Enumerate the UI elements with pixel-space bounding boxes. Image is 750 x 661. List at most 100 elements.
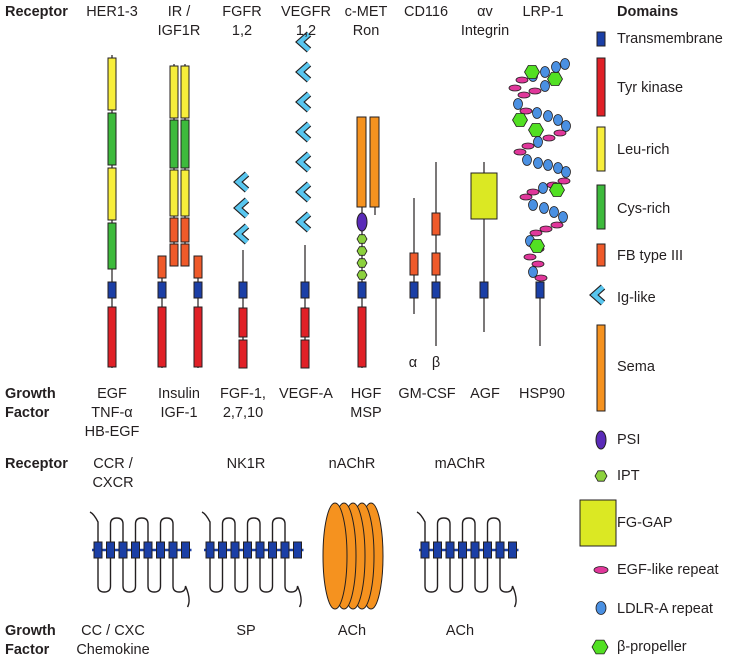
lrp1-ldlr-a-repeat-43 [528, 266, 538, 278]
lrp1-ldlr-a-repeat-34 [549, 206, 559, 218]
receptor-name-fgfr-line1: FGFR [222, 4, 262, 20]
ir-cys-rich-domain-left [169, 119, 179, 169]
receptor-name-cmet-line2: Ron [352, 23, 380, 39]
vegfr-ig-like-domain-4 [296, 122, 311, 142]
ligand-her-line1: EGF [97, 386, 127, 402]
cmet-sema-domain-left [356, 116, 367, 208]
ligand-cmet-line2: MSP [350, 405, 382, 421]
cmet-transmembrane-domain [357, 281, 367, 299]
lrp1-egf-like-repeat-37 [539, 225, 553, 233]
legend-label-ipt: IPT [617, 468, 640, 484]
legend-icons [579, 31, 617, 655]
lrp1-ldlr-a-repeat-8 [540, 80, 550, 92]
receptor-name-nk1r: NK1R [226, 456, 266, 472]
vegfr-ig-like-domain-1 [296, 32, 311, 52]
lrp1-ldlr-a-repeat-16 [561, 120, 571, 132]
lrp1-transmembrane-domain [535, 281, 545, 299]
receptor-name-ccr-line1: CCR / [93, 456, 133, 472]
fgfr-ig-like-domain-3 [234, 224, 249, 244]
transmembrane-icon [596, 31, 606, 47]
machr-transmembrane-helix-1 [420, 541, 430, 559]
machr-transmembrane-helix-2 [433, 541, 442, 559]
lrp1-egf-like-repeat-2 [515, 76, 529, 84]
ir-fb-type-iii-domain-beta-left [157, 255, 167, 279]
egf-like-repeat-icon [593, 566, 609, 574]
ig-like-icon [590, 285, 605, 305]
machr-transmembrane-helix-3 [445, 541, 455, 559]
ligand-ccr-line2: Chemokine [76, 642, 150, 658]
nk1r-transmembrane-helix-6 [268, 541, 277, 559]
beta-subunit-label: β [431, 355, 441, 371]
lrp1-egf-like-repeat-21 [513, 148, 527, 156]
ligand-cd116: GM-CSF [398, 386, 456, 402]
gpcr-receptor-structures [89, 502, 519, 610]
receptor-name-fgfr-line2: 1,2 [231, 23, 253, 39]
receptor-row-label: Receptor [5, 4, 68, 20]
growth-factor-row-label-line2: Factor [5, 405, 50, 421]
lrp1-beta-propeller-5 [549, 183, 565, 197]
ligand-integrin: AGF [470, 386, 500, 402]
lrp1-ldlr-a-repeat-15 [553, 114, 563, 126]
ligand-her-line3: HB-EGF [84, 424, 140, 440]
lrp1-ldlr-a-repeat-33 [539, 202, 549, 214]
legend-title: Domains [617, 4, 679, 20]
lrp1-ldlr-a-repeat-6 [560, 58, 570, 70]
lrp1-ldlr-a-repeat-29 [538, 182, 548, 194]
ir-fb-type-iii-domain-right-2 [180, 243, 190, 267]
machr-transmembrane-helix-6 [483, 541, 492, 559]
fgfr-ig-like-domain-2 [234, 198, 249, 218]
legend-label-transmembrane: Transmembrane [617, 31, 723, 47]
ir-transmembrane-right [193, 281, 203, 299]
nk1r-transmembrane-helix-8 [293, 541, 302, 559]
ir-fb-type-iii-domain-beta-right [193, 255, 203, 279]
fgfr-tyr-kinase-domain-2 [238, 339, 248, 369]
receptor-name-ccr-line2: CXCR [92, 475, 134, 491]
alpha-subunit-label: α [408, 355, 418, 371]
psi-icon [595, 430, 607, 450]
ligand-her-line2: TNF-α [91, 405, 133, 421]
machr-transmembrane-helix-4 [458, 541, 467, 559]
ir-leu-rich-domain-left-1 [169, 65, 179, 119]
vegfr-transmembrane-domain [300, 281, 310, 299]
growth-factor-row-label-line1: Growth [5, 386, 56, 402]
cmet-ipt-domain-4 [356, 270, 368, 280]
ir-fb-type-iii-domain-left-2 [169, 243, 179, 267]
lrp1-beta-propeller-6 [529, 239, 545, 253]
ligand-fgfr-line1: FGF-1, [220, 386, 266, 402]
lrp1-ldlr-a-repeat-23 [533, 157, 543, 169]
ligand-cmet-line1: HGF [350, 386, 382, 402]
cmet-psi-domain [356, 212, 368, 232]
cd116-beta-transmembrane [431, 281, 441, 299]
ligand-ir-line2: IGF-1 [160, 405, 198, 421]
cmet-sema-domain-right [369, 116, 380, 208]
ir-transmembrane-left [157, 281, 167, 299]
cd116-alpha-fb-type-iii-domain [409, 252, 419, 276]
ligand-machr: ACh [445, 623, 475, 639]
lrp1-egf-like-repeat-10 [517, 91, 531, 99]
lrp1-ldlr-a-repeat-24 [543, 159, 553, 171]
her-tyr-kinase-domain [107, 306, 117, 368]
cd116-beta-fb-type-iii-domain-2 [431, 252, 441, 276]
fg-gap-icon [579, 499, 617, 547]
sema-icon [596, 324, 606, 412]
nk1r-transmembrane-helix-5 [255, 541, 265, 559]
receptor-name-cd116: CD116 [403, 4, 449, 20]
lrp1-egf-like-repeat-31 [519, 193, 533, 201]
receptor-name-nachr: nAChR [328, 456, 376, 472]
lrp1-egf-like-repeat-38 [529, 229, 543, 237]
lrp1-egf-like-repeat-1 [508, 84, 522, 92]
lrp1-beta-propeller-2 [547, 72, 563, 86]
growth-factor-row-label-bottom-line2: Factor [5, 642, 50, 658]
lrp1-beta-propeller-1 [524, 65, 540, 79]
receptor-row-label-bottom: Receptor [5, 456, 68, 472]
her-leu-rich-domain-1 [107, 57, 117, 111]
lrp1-egf-like-repeat-12 [519, 107, 533, 115]
lrp1-ldlr-a-repeat-11 [513, 98, 523, 110]
legend-label-beta-propeller: β-propeller [617, 639, 687, 655]
vegfr-ig-like-domain-3 [296, 92, 311, 112]
fgfr-tyr-kinase-domain-1 [238, 307, 248, 338]
lrp1-ldlr-a-repeat-22 [522, 154, 532, 166]
lrp1-ldlr-a-repeat-26 [561, 166, 571, 178]
lrp1-ldlr-a-repeat-35 [558, 211, 568, 223]
